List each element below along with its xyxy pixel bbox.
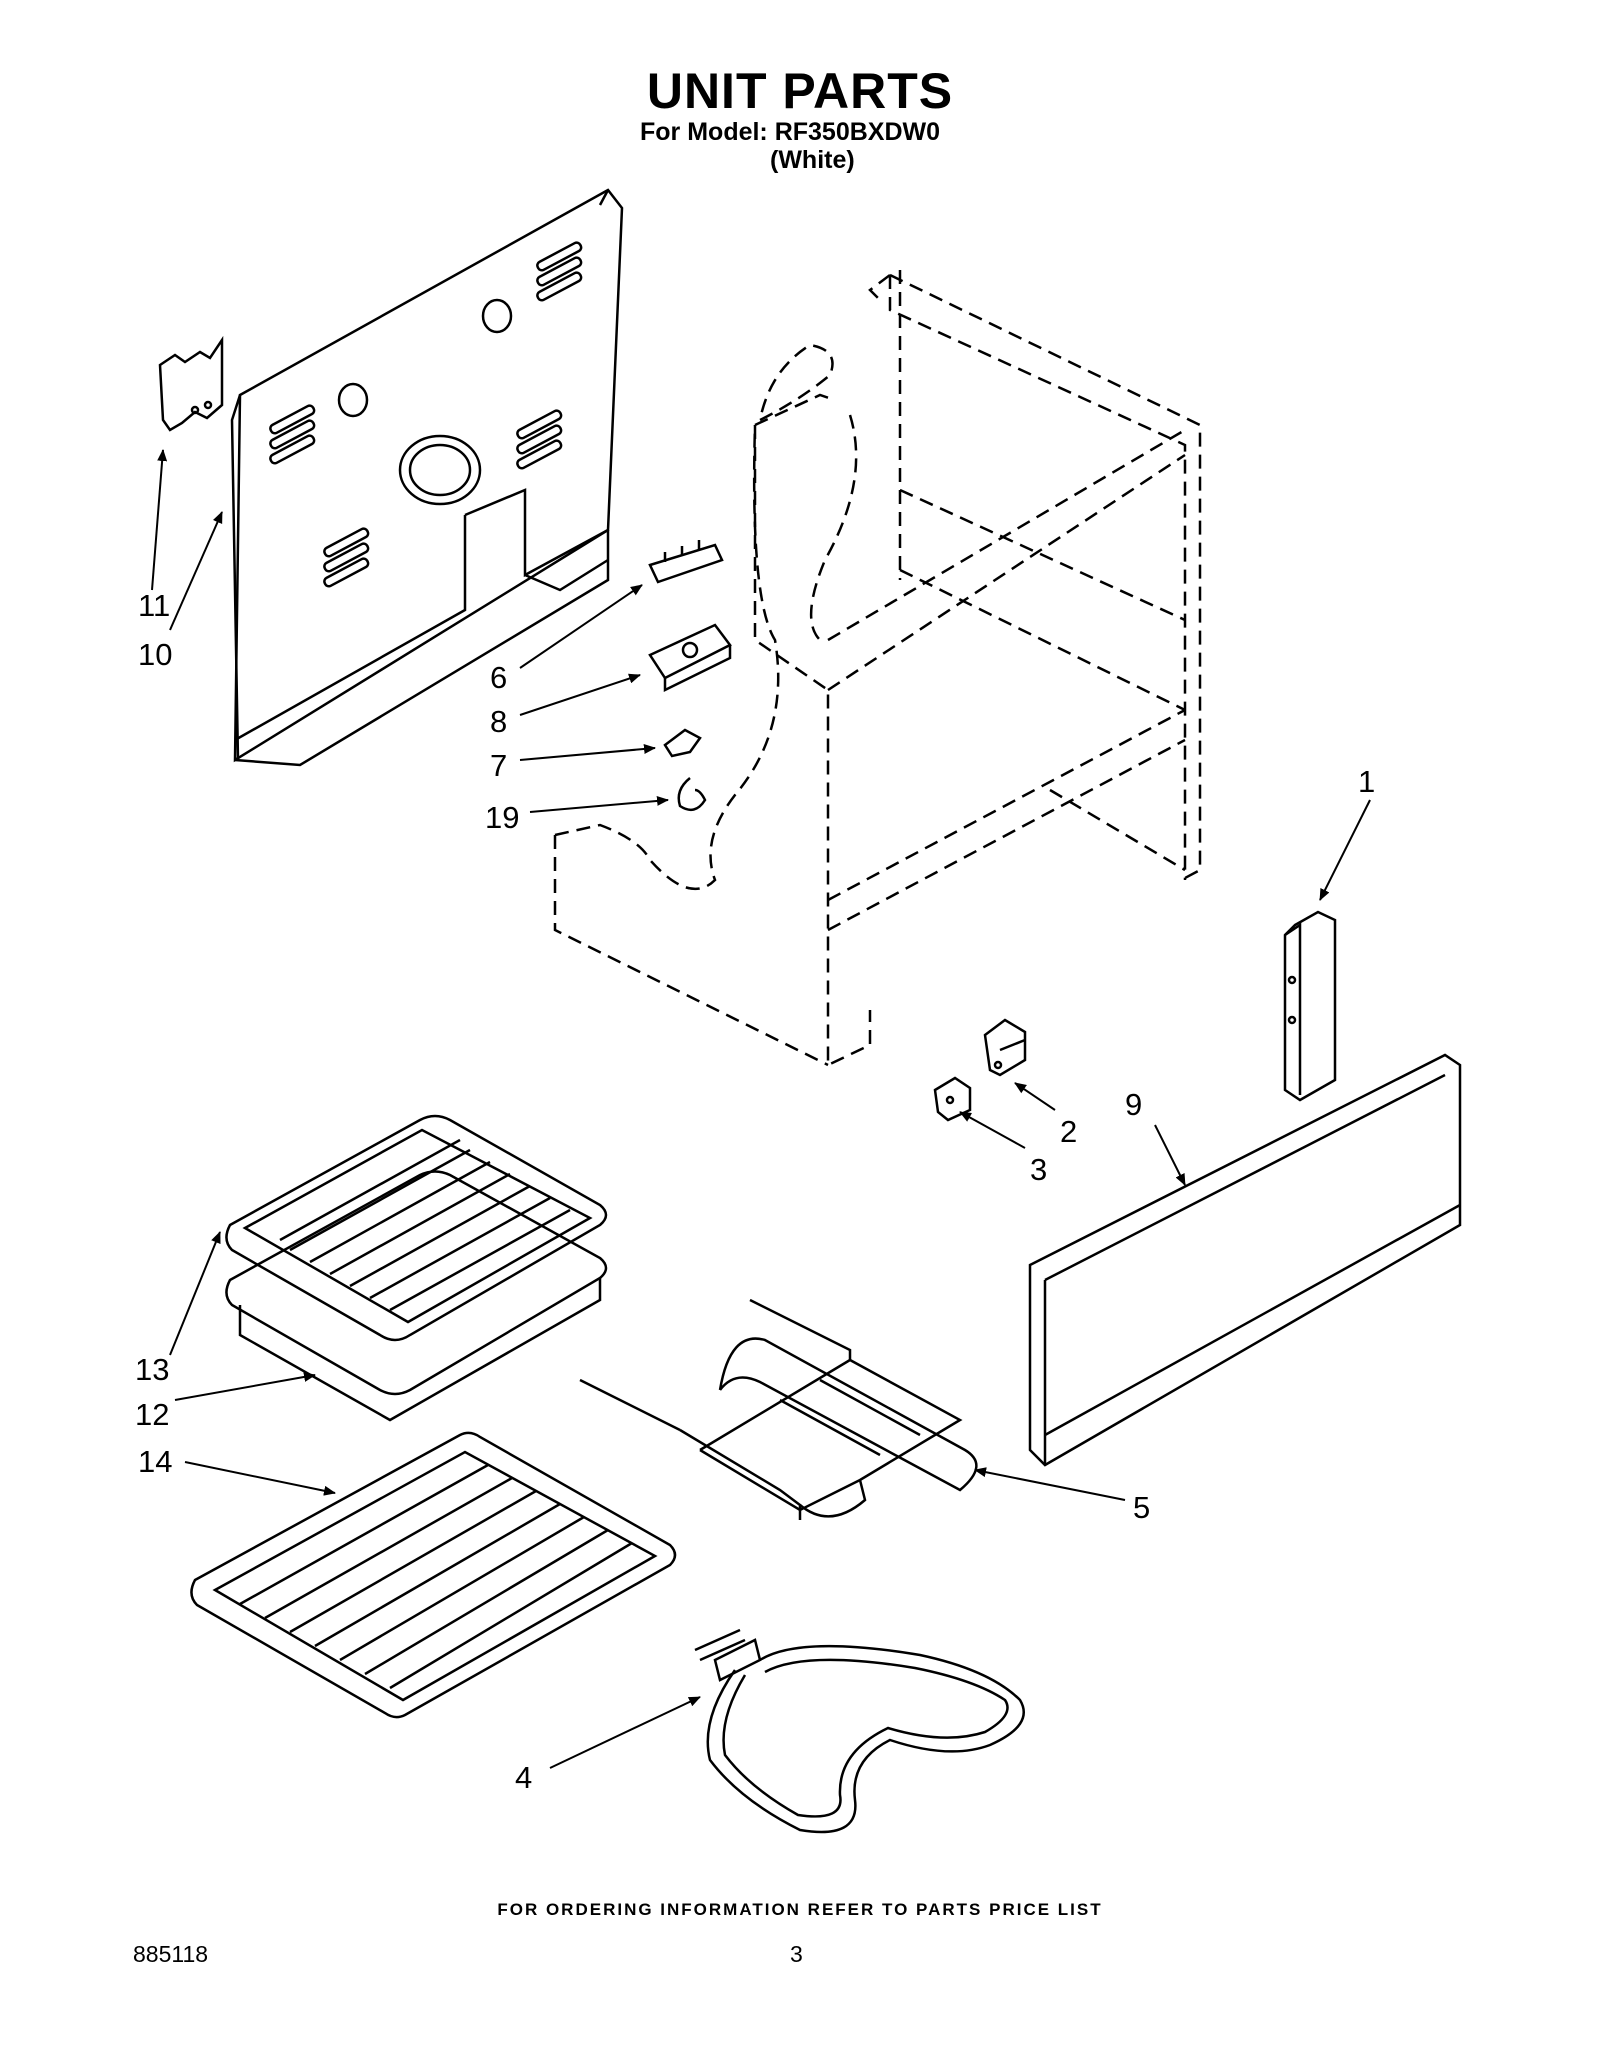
callout-4: 4	[515, 1760, 532, 1795]
access-plate	[158, 335, 224, 432]
callout-6: 6	[490, 660, 507, 695]
callout-8: 8	[490, 704, 507, 739]
rear-panel-vents	[269, 241, 583, 588]
leader-7	[519, 743, 656, 761]
leader-9	[1154, 1124, 1186, 1186]
callout-12: 12	[135, 1397, 169, 1432]
clip	[663, 728, 702, 758]
callout-1: 1	[1358, 764, 1375, 799]
page-title: UNIT PARTS	[646, 63, 954, 119]
terminal-block	[648, 540, 724, 584]
hinge-bracket-lower	[933, 1076, 972, 1122]
vent-slots-middle-right	[516, 409, 563, 470]
callout-11: 11	[138, 588, 170, 623]
bake-element	[579, 1298, 978, 1520]
wire-tie	[677, 777, 707, 812]
callout-5: 5	[1133, 1490, 1150, 1525]
leader-2	[1014, 1082, 1056, 1111]
leader-8	[519, 673, 641, 716]
broiler-pan	[225, 1170, 608, 1422]
leader-4	[549, 1696, 701, 1769]
page-number: 3	[790, 1941, 803, 1967]
rear-panel	[230, 188, 624, 767]
leader-13	[169, 1231, 221, 1356]
callout-13: 13	[135, 1352, 169, 1387]
model-line: For Model: RF350BXDW0	[640, 118, 941, 146]
leader-11	[151, 449, 168, 591]
leader-19	[529, 795, 669, 813]
document-number: 885118	[133, 1941, 209, 1967]
callout-numbers: 1 2 3 4 5 6 7 8 9 10 11 12 13 14 19	[135, 588, 1375, 1795]
callout-9: 9	[1125, 1087, 1142, 1122]
vent-slots-upper-right	[536, 241, 583, 302]
model-subtitle: For Model: RF350BXDW0 (White)	[640, 118, 940, 174]
callout-leader-lines	[151, 449, 1371, 1769]
callout-3: 3	[1030, 1152, 1047, 1187]
leader-3	[959, 1111, 1026, 1149]
callout-19: 19	[485, 800, 519, 835]
callout-7: 7	[490, 748, 507, 783]
leader-6	[519, 584, 643, 669]
drawer-front	[1028, 1053, 1462, 1467]
rear-panel-hole-left	[337, 382, 369, 418]
callout-10: 10	[138, 637, 172, 672]
callout-2: 2	[1060, 1114, 1077, 1149]
hinge-bracket-upper	[983, 1018, 1027, 1077]
oven-rack	[190, 1431, 677, 1719]
side-trim	[1283, 910, 1337, 1102]
rear-panel-hole-right	[481, 298, 513, 334]
vent-slots-upper-left	[269, 404, 316, 465]
broiler-grid	[225, 1114, 608, 1342]
leader-10	[169, 511, 223, 631]
ordering-note: FOR ORDERING INFORMATION REFER TO PARTS …	[497, 1900, 1103, 1919]
range-cabinet-outline	[553, 270, 1202, 1067]
vent-slots-lower-left	[323, 527, 370, 588]
leader-14	[184, 1461, 336, 1496]
broil-element	[694, 1628, 1025, 1834]
rear-panel-large-hole	[398, 434, 482, 506]
leader-12	[174, 1372, 316, 1401]
leader-5	[974, 1467, 1126, 1501]
cabinet-side-contour	[758, 343, 858, 641]
callout-14: 14	[138, 1444, 172, 1479]
mounting-bracket	[648, 623, 732, 693]
leader-1	[1319, 799, 1371, 901]
model-variant: (White)	[770, 146, 855, 174]
